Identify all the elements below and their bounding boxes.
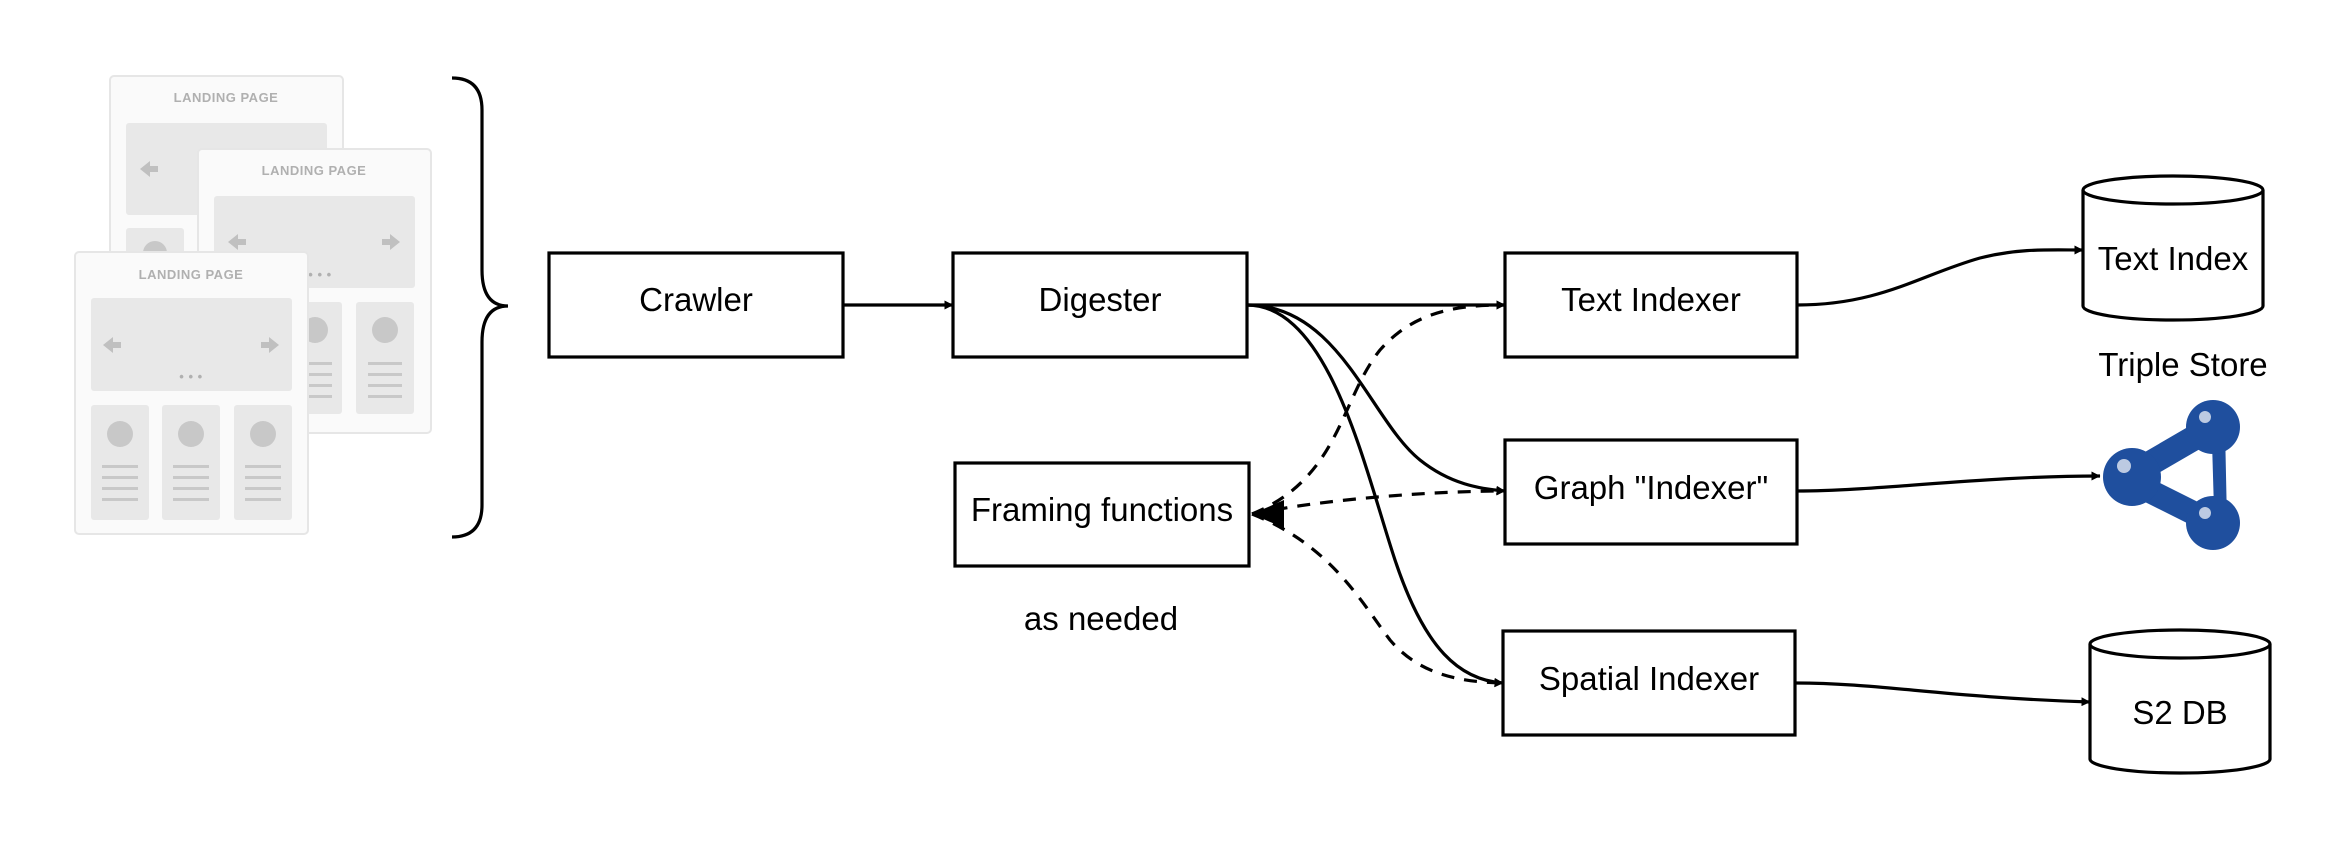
landing-page-label: LANDING PAGE xyxy=(262,163,367,178)
arrow-right-icon xyxy=(382,234,400,250)
arrow-right-icon xyxy=(261,337,279,353)
digester-label: Digester xyxy=(1039,281,1162,318)
s2-db-database: S2 DB xyxy=(2088,628,2272,775)
landing-page-label: LANDING PAGE xyxy=(174,90,279,105)
crawler-label: Crawler xyxy=(639,281,753,318)
text-index-label: Text Index xyxy=(2098,240,2249,277)
landing-page-card-3: LANDING PAGE • • • xyxy=(74,251,309,535)
arrow-left-icon xyxy=(103,337,121,353)
text-indexer-node: Text Indexer xyxy=(1503,251,1799,359)
crawler-node: Crawler xyxy=(547,251,845,359)
digester-node: Digester xyxy=(951,251,1249,359)
text-indexer-label: Text Indexer xyxy=(1561,281,1741,318)
framing-note: as needed xyxy=(1024,600,1178,637)
graph-indexer-node: Graph "Indexer" xyxy=(1503,438,1799,546)
framing-functions-label: Framing functions xyxy=(971,491,1233,528)
edge-framing-text-indexer xyxy=(1251,300,1506,516)
landing-page-label: LANDING PAGE xyxy=(139,267,244,282)
edges xyxy=(843,245,2101,707)
edge-spatial-indexer-s2-db xyxy=(1794,681,2091,707)
edge-framing-arrowhead xyxy=(1252,500,1284,528)
curly-brace xyxy=(451,76,509,539)
graph-network-icon xyxy=(2103,400,2240,550)
edge-framing-spatial-indexer xyxy=(1251,512,1504,688)
carousel-dots: • • • xyxy=(308,267,331,282)
landing-page-stack: LANDING PAGE LANDING PAGE • • • xyxy=(74,75,432,535)
edge-digester-graph-indexer xyxy=(1246,303,1506,495)
spatial-indexer-node: Spatial Indexer xyxy=(1501,629,1797,737)
s2-db-label: S2 DB xyxy=(2132,694,2227,731)
edge-text-indexer-text-index xyxy=(1796,245,2084,307)
triple-store-label: Triple Store xyxy=(2098,346,2267,383)
edge-digester-spatial-indexer xyxy=(1246,303,1504,687)
framing-functions-node: Framing functions xyxy=(953,461,1251,568)
text-index-database: Text Index xyxy=(2081,174,2265,322)
spatial-indexer-label: Spatial Indexer xyxy=(1539,660,1759,697)
carousel-dots: • • • xyxy=(179,369,202,384)
graph-indexer-label: Graph "Indexer" xyxy=(1534,469,1768,506)
arrow-left-icon xyxy=(228,234,246,250)
arrow-left-icon xyxy=(140,161,158,177)
edge-graph-indexer-triple-store xyxy=(1796,471,2101,493)
